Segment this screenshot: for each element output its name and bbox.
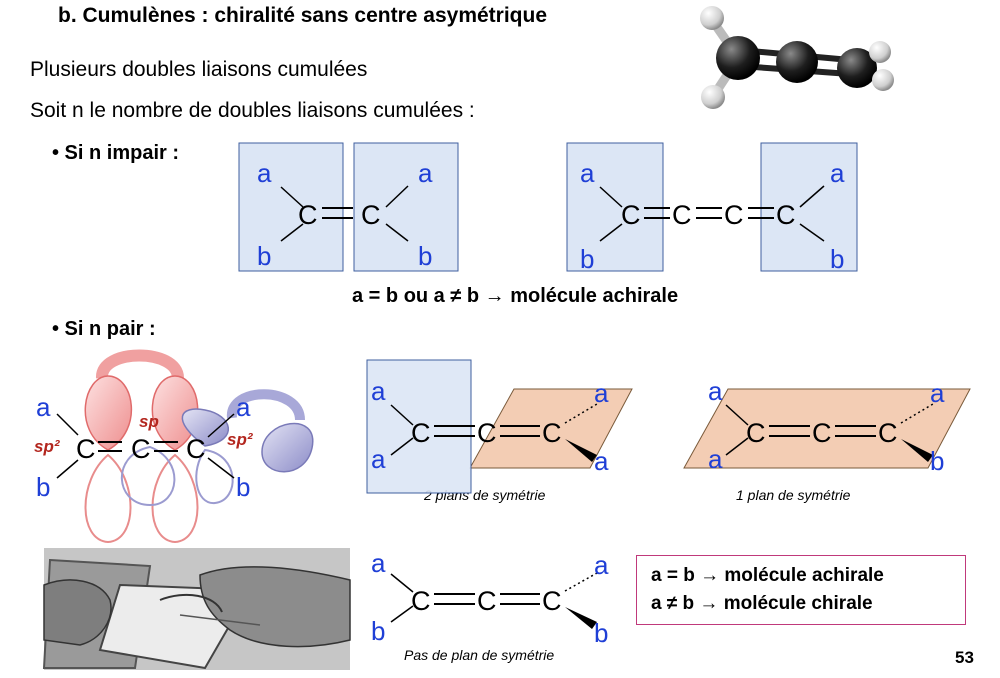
even-molecule-no-plane: C C C a b a b	[371, 548, 609, 648]
carbon-atom: C	[186, 434, 206, 464]
intro-line-1: Plusieurs doubles liaisons cumulées	[30, 58, 368, 81]
carbon-atom: C	[76, 434, 96, 464]
caption-one-plane: 1 plan de symétrie	[736, 487, 851, 503]
carbon-atom: C	[361, 200, 381, 230]
carbon-atom: C	[776, 200, 796, 230]
even-molecule-two-planes: C C C a a a a	[366, 359, 633, 494]
substituent-a: a	[708, 444, 723, 474]
substituent-a: a	[708, 376, 723, 406]
rule-chiral: a ≠ b → molécule chirale	[651, 593, 873, 614]
substituent-a: a	[930, 378, 945, 408]
substituent-a: a	[371, 376, 386, 406]
hybrid-sp2-label: sp²	[34, 437, 61, 456]
carbon-atom: C	[411, 418, 431, 448]
bullet-even: • Si n pair :	[52, 318, 156, 340]
carbon-atom: C	[746, 418, 766, 448]
hybrid-sp2-label: sp²	[227, 430, 254, 449]
carbon-atom: C	[878, 418, 898, 448]
orbital-diagram: C C C a b a b sp sp² sp²	[34, 349, 314, 544]
chirality-rule-box: a = b → molécule achirale a ≠ b → molécu…	[636, 555, 966, 625]
substituent-b: b	[418, 241, 432, 271]
allene-ball-stick-model	[700, 6, 894, 109]
carbon-atom: C	[411, 586, 431, 616]
substituent-a: a	[418, 158, 433, 188]
substituent-a: a	[371, 548, 386, 578]
carbon-atom: C	[477, 586, 497, 616]
substituent-b: b	[371, 616, 385, 646]
slide-title: b. Cumulènes : chiralité sans centre asy…	[58, 4, 548, 27]
substituent-b: b	[830, 244, 844, 274]
caption-no-plane: Pas de plan de symétrie	[404, 647, 555, 663]
page-number: 53	[955, 648, 974, 667]
bullet-odd: • Si n impair :	[52, 142, 180, 164]
carbon-atom: C	[298, 200, 318, 230]
hybrid-sp-label: sp	[139, 412, 159, 431]
intro-line-2: Soit n le nombre de doubles liaisons cum…	[30, 99, 475, 122]
substituent-a: a	[371, 444, 386, 474]
carbon-atom: C	[542, 586, 562, 616]
achiral-statement: a = b ou a ≠ b → molécule achirale	[352, 285, 679, 307]
substituent-b: b	[930, 446, 944, 476]
substituent-a: a	[594, 378, 609, 408]
odd-molecule-1: C C a b a b	[238, 142, 459, 272]
substituent-a: a	[580, 158, 595, 188]
hands-folding-paper-photo	[42, 548, 351, 670]
substituent-b: b	[580, 244, 594, 274]
carbon-atom: C	[131, 434, 151, 464]
substituent-b: b	[257, 241, 271, 271]
substituent-a: a	[594, 446, 609, 476]
odd-molecule-2: C C C C a b a b	[566, 142, 858, 274]
carbon-atom: C	[672, 200, 692, 230]
substituent-b: b	[36, 472, 50, 502]
carbon-atom: C	[477, 418, 497, 448]
carbon-atom: C	[542, 418, 562, 448]
substituent-a: a	[36, 392, 51, 422]
rule-achiral: a = b → molécule achirale	[651, 565, 884, 586]
substituent-b: b	[236, 472, 250, 502]
substituent-b: b	[594, 618, 608, 648]
carbon-atom: C	[621, 200, 641, 230]
carbon-atom: C	[724, 200, 744, 230]
substituent-a: a	[236, 392, 251, 422]
substituent-a: a	[830, 158, 845, 188]
substituent-a: a	[594, 550, 609, 580]
even-molecule-one-plane: C C C a a a b	[683, 376, 971, 476]
carbon-atom: C	[812, 418, 832, 448]
substituent-a: a	[257, 158, 272, 188]
